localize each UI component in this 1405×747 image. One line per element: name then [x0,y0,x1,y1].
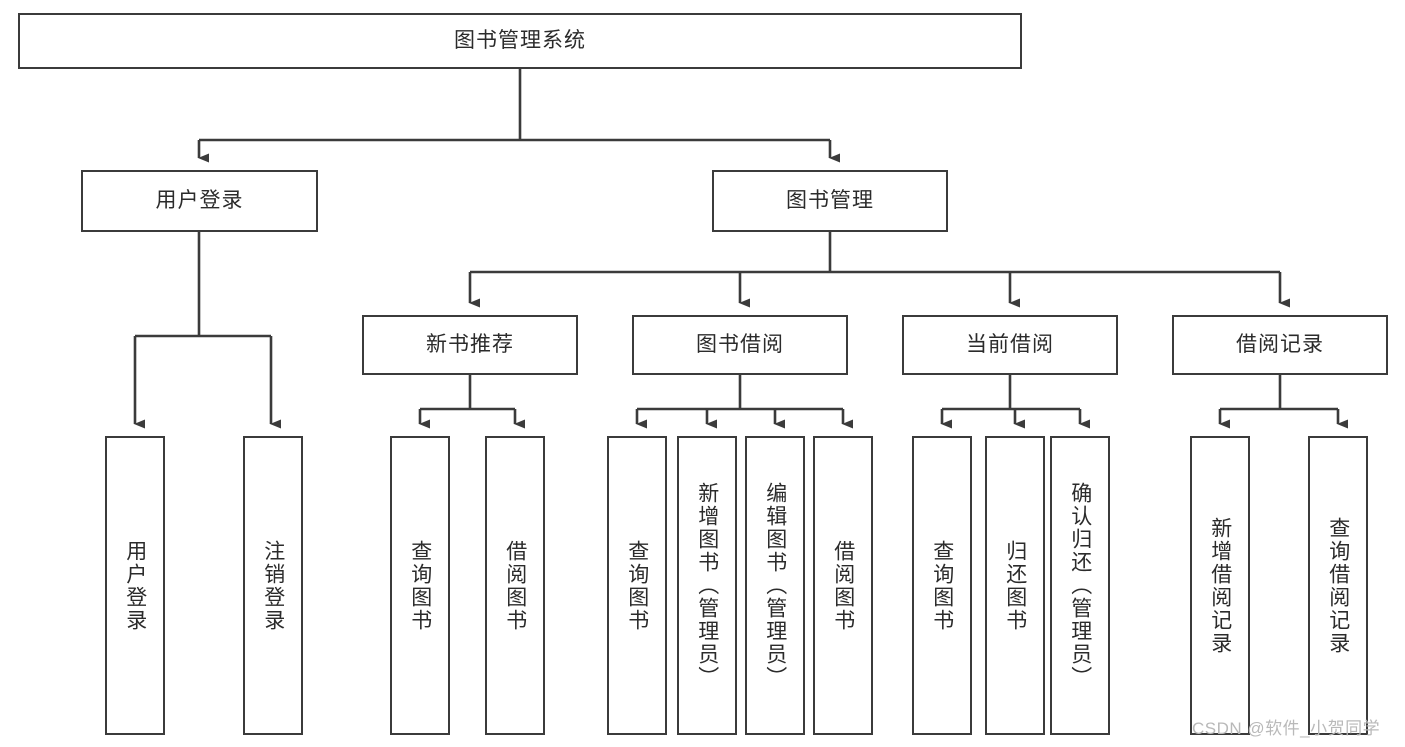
node-leaf-query-book-cur-label: 查询图书 [930,539,954,632]
node-leaf-query-book-rec-label: 查询图书 [408,539,432,632]
node-leaf-confirm-return[interactable]: 确认归还（管理员） [1050,436,1110,735]
node-leaf-query-book-cur[interactable]: 查询图书 [912,436,972,735]
node-leaf-query-book-rec[interactable]: 查询图书 [390,436,450,735]
node-leaf-query-book-bor[interactable]: 查询图书 [607,436,667,735]
node-borrow-record-label: 借阅记录 [1236,333,1324,357]
node-leaf-borrow-book-bor[interactable]: 借阅图书 [813,436,873,735]
node-leaf-query-borrow-rec[interactable]: 查询借阅记录 [1308,436,1368,735]
node-leaf-borrow-book-bor-label: 借阅图书 [831,539,855,632]
node-leaf-user-login[interactable]: 用户登录 [105,436,165,735]
node-leaf-logout-label: 注销登录 [261,539,285,632]
node-leaf-confirm-return-label: 确认归还（管理员） [1068,482,1092,689]
node-book-manage-label: 图书管理 [786,189,874,213]
node-current-borrow-label: 当前借阅 [966,333,1054,357]
node-leaf-query-borrow-rec-label: 查询借阅记录 [1326,516,1350,655]
csdn-watermark: CSDN @软件_小贺同学 [1192,719,1381,738]
node-leaf-logout[interactable]: 注销登录 [243,436,303,735]
node-leaf-edit-book-admin-label: 编辑图书（管理员） [763,482,787,689]
node-leaf-add-book-admin[interactable]: 新增图书（管理员） [677,436,737,735]
node-leaf-edit-book-admin[interactable]: 编辑图书（管理员） [745,436,805,735]
node-borrow-record[interactable]: 借阅记录 [1172,315,1388,375]
node-leaf-borrow-book-rec[interactable]: 借阅图书 [485,436,545,735]
node-leaf-return-book-label: 归还图书 [1003,539,1027,632]
node-leaf-user-login-label: 用户登录 [123,539,147,632]
node-root-label: 图书管理系统 [454,29,586,53]
node-user-login[interactable]: 用户登录 [81,170,318,232]
node-leaf-add-book-admin-label: 新增图书（管理员） [695,482,719,689]
node-leaf-return-book[interactable]: 归还图书 [985,436,1045,735]
node-leaf-add-borrow-rec-label: 新增借阅记录 [1208,516,1232,655]
node-current-borrow[interactable]: 当前借阅 [902,315,1118,375]
node-root[interactable]: 图书管理系统 [18,13,1022,69]
node-leaf-borrow-book-rec-label: 借阅图书 [503,539,527,632]
node-book-borrow[interactable]: 图书借阅 [632,315,848,375]
node-book-borrow-label: 图书借阅 [696,333,784,357]
node-leaf-query-book-bor-label: 查询图书 [625,539,649,632]
node-leaf-add-borrow-rec[interactable]: 新增借阅记录 [1190,436,1250,735]
node-new-book-recommend-label: 新书推荐 [426,333,514,357]
node-book-manage[interactable]: 图书管理 [712,170,948,232]
node-new-book-recommend[interactable]: 新书推荐 [362,315,578,375]
node-user-login-label: 用户登录 [155,189,244,213]
